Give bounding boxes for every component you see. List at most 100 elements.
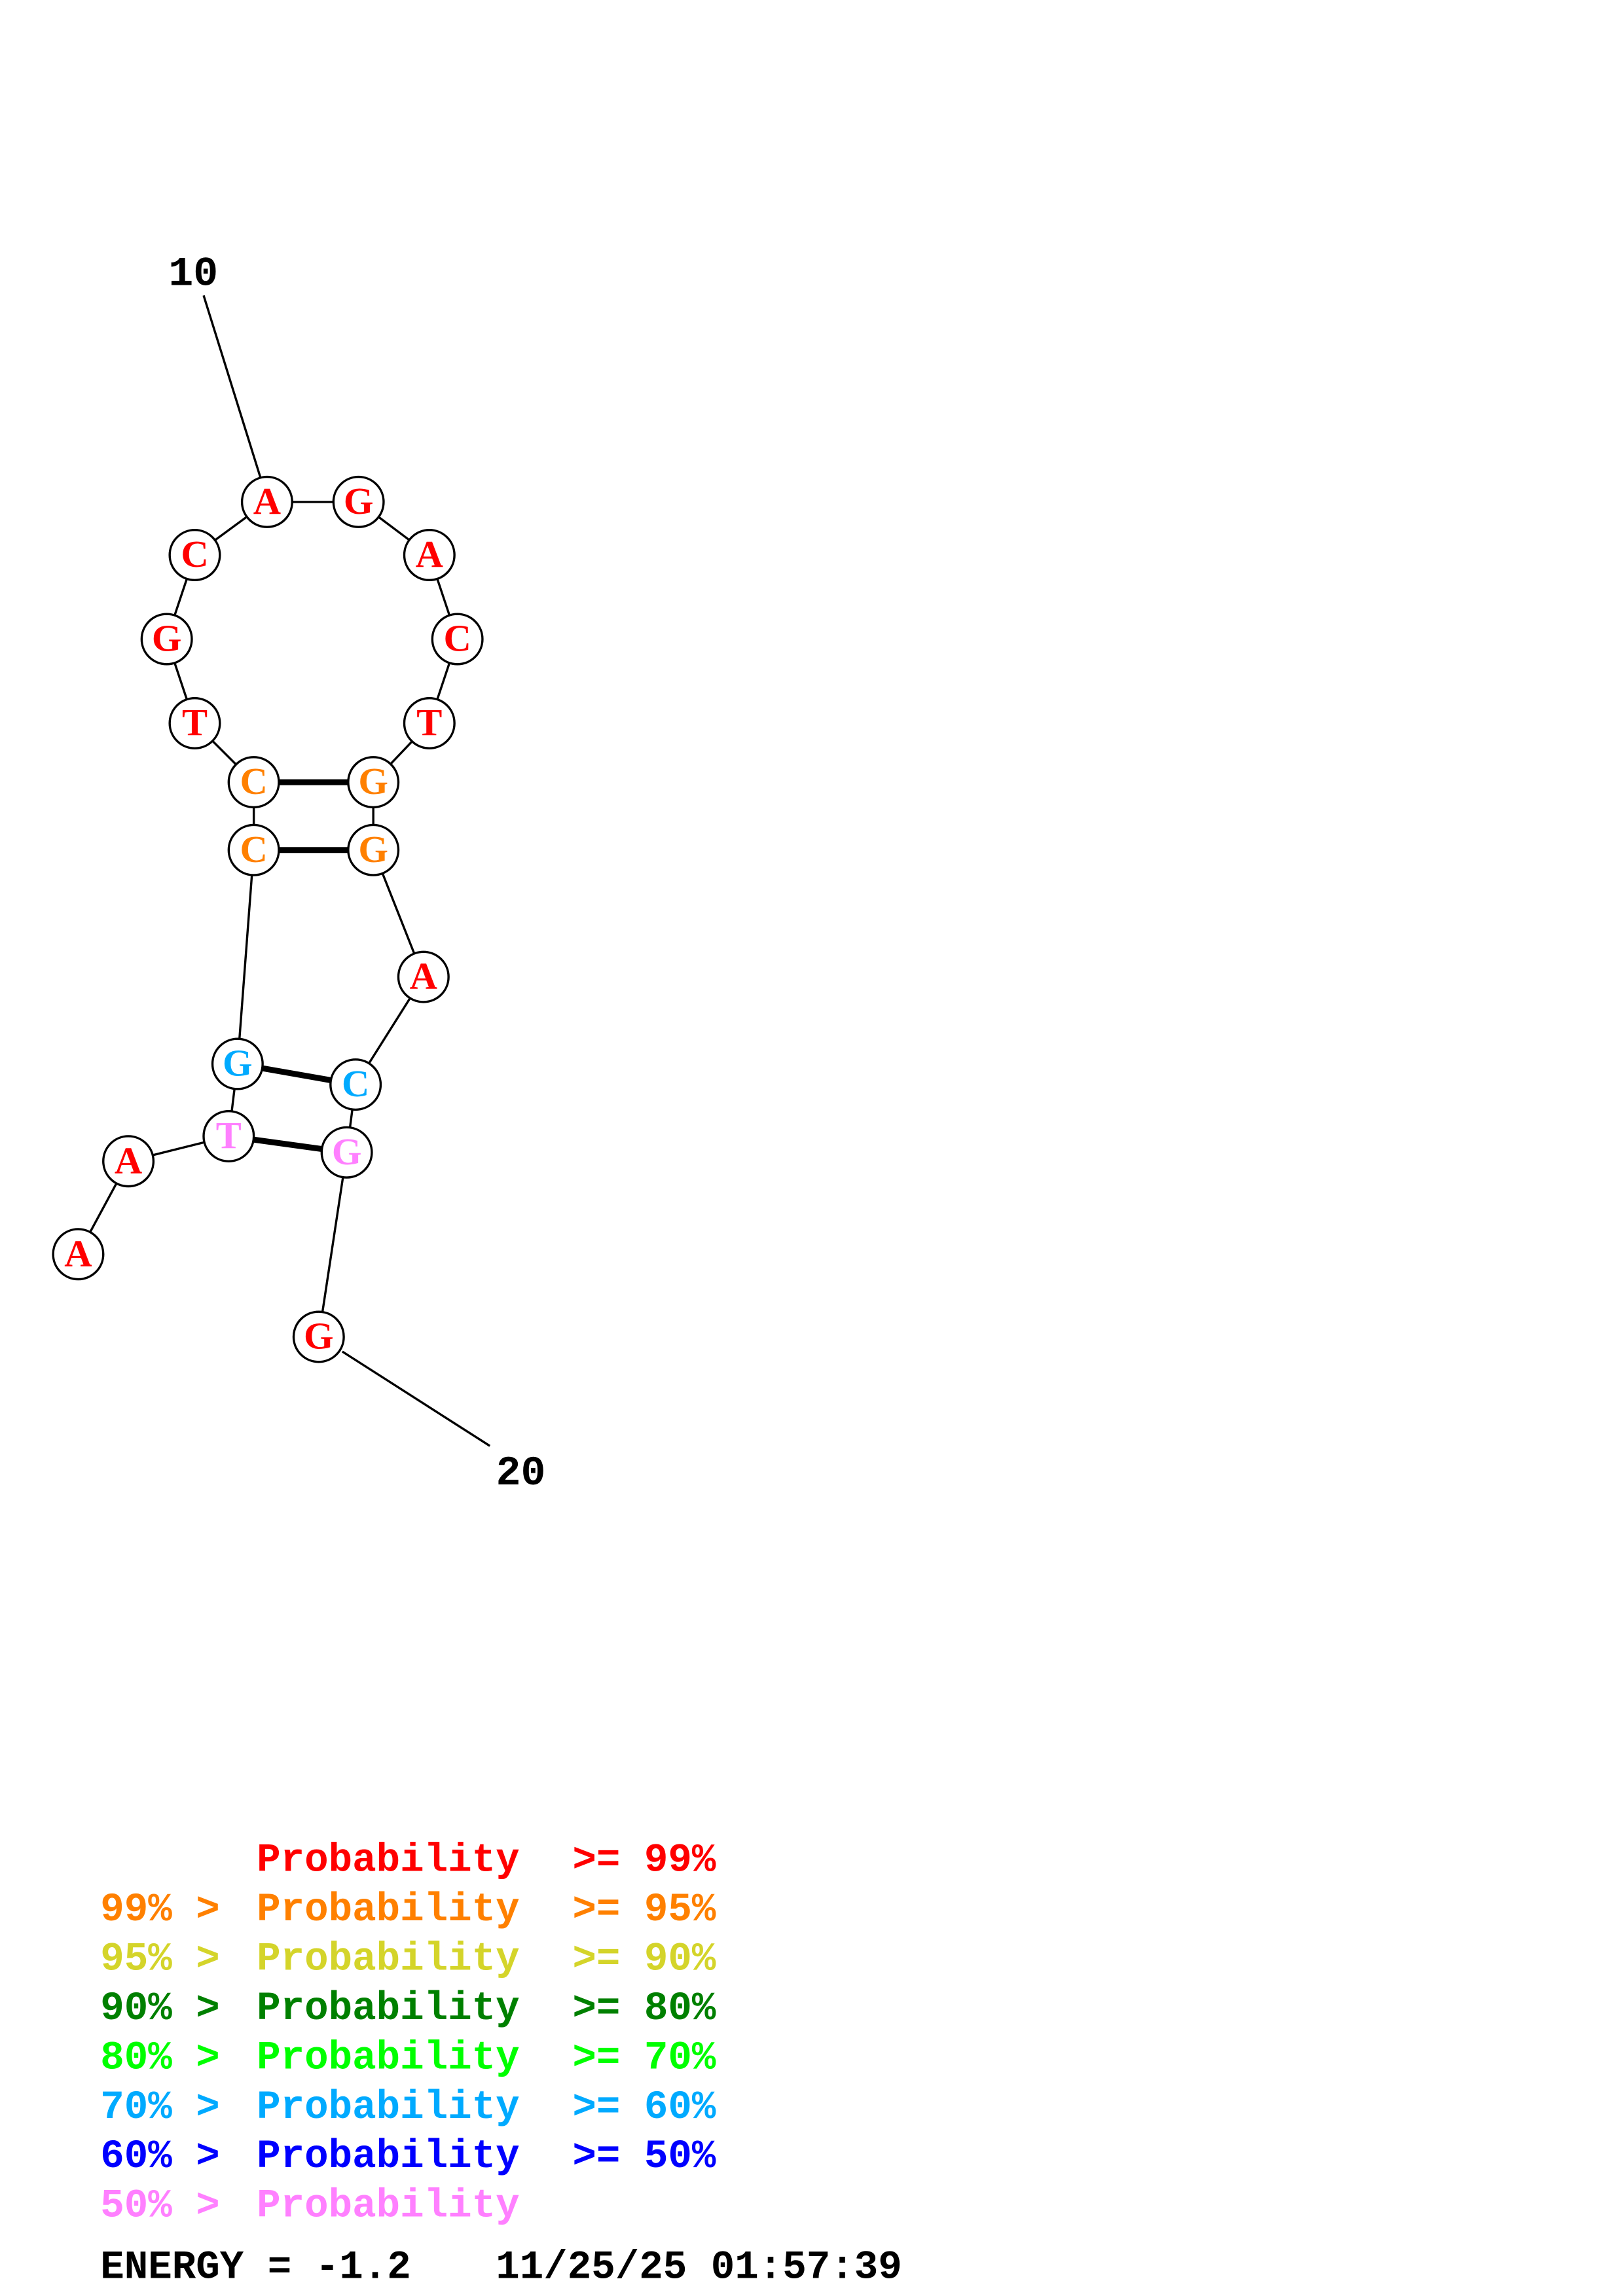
nucleotide-letter: C [181, 533, 208, 575]
legend-suffix: >= 80% [572, 1986, 716, 2032]
nucleotide: G [140, 613, 193, 666]
backbone-segment [236, 850, 255, 1064]
nucleotide-letter: A [416, 533, 443, 575]
nucleotide: A [52, 1228, 105, 1281]
nucleotide-circle [168, 696, 221, 749]
index-tick-line [202, 295, 263, 480]
nucleotide-letter: C [342, 1062, 369, 1105]
nucleotide-circle [320, 1126, 373, 1179]
legend-suffix: >= 70% [572, 2036, 716, 2081]
legend-suffix: >= 95% [572, 1888, 716, 1933]
probability-legend: Probability>= 99%99% >Probability>= 95%9… [100, 1838, 716, 2229]
nucleotide-letter: C [240, 760, 267, 802]
nucleotide-letter: G [358, 828, 388, 870]
legend-middle: Probability [257, 1888, 520, 1933]
nucleotide: A [397, 950, 450, 1003]
nucleotide-circle [140, 613, 193, 666]
nucleotide-circle [240, 475, 293, 528]
nucleotide-letter: A [64, 1232, 92, 1274]
nucleotide-letter: C [443, 617, 471, 660]
legend-prefix: 99% > [100, 1888, 220, 1933]
nucleotide-letter: G [344, 480, 374, 522]
nucleotide: A [102, 1135, 155, 1188]
index-label: 20 [496, 1450, 546, 1497]
nucleotide: G [292, 1310, 345, 1363]
nucleotide: G [320, 1126, 373, 1179]
nucleotide-circle [52, 1228, 105, 1281]
nucleotide-circle [403, 696, 456, 749]
nucleotide: G [347, 756, 400, 809]
legend-suffix: >= 60% [572, 2085, 716, 2130]
legend-row: 99% > Probability >= 95% [100, 1888, 716, 1933]
legend-row: 70% > Probability >= 60% [100, 2085, 716, 2130]
legend-prefix: 95% > [100, 1937, 220, 1982]
backbone-segment [318, 1152, 348, 1337]
legend-row: 60% >Probability>= 50% [100, 2134, 716, 2179]
energy-label: ENERGY = -1.2 [100, 2245, 411, 2290]
nucleotide-circle [227, 756, 280, 809]
legend-row: 50% > Probability [100, 2184, 519, 2229]
nucleotide: T [168, 696, 221, 749]
nucleotide: G [332, 475, 385, 528]
nucleotide-letter: A [115, 1139, 142, 1181]
nucleotide-letter: T [416, 701, 442, 744]
nucleotide-circle [227, 823, 280, 876]
nucleotide-letter: G [223, 1042, 253, 1085]
nucleotide-letter: T [182, 701, 208, 744]
legend-middle: Probability [257, 2036, 520, 2081]
legend-middle: Probability [257, 2134, 520, 2179]
index-tick-line [341, 1350, 491, 1447]
legend-suffix: >= 99% [572, 1838, 716, 1883]
legend-middle: Probability [257, 1838, 520, 1883]
nucleotide-letter: G [358, 760, 388, 802]
legend-middle: Probability [257, 1986, 520, 2032]
legend-row: 80% > Probability >= 70% [100, 2036, 716, 2081]
nucleotide: C [227, 756, 280, 809]
nucleotide-circle [431, 613, 484, 666]
nucleotide-letter: A [410, 955, 437, 997]
nucleotide-letter: G [152, 617, 182, 660]
index-label: 10 [168, 251, 218, 298]
nucleotide-letter: G [332, 1130, 362, 1173]
nucleotide-circle [211, 1037, 264, 1090]
nucleotide-letter: A [253, 480, 281, 522]
nucleotide-circle [102, 1135, 155, 1188]
timestamp-label: 11/25/25 01:57:39 [496, 2245, 902, 2290]
legend-prefix: 50% > [100, 2184, 220, 2229]
legend-prefix: 60% > [100, 2134, 220, 2179]
nucleotide-circle [202, 1109, 255, 1162]
legend-row: 90% > Probability >= 80% [100, 1986, 716, 2032]
legend-suffix: >= 90% [572, 1937, 716, 1982]
nucleotide-letter: C [240, 828, 267, 870]
nucleotide-letter: G [304, 1314, 334, 1357]
nucleotide: G [211, 1037, 264, 1090]
nucleotide: C [431, 613, 484, 666]
legend-middle: Probability [257, 2085, 520, 2130]
nucleotide: C [227, 823, 280, 876]
nucleotide-circle [292, 1310, 345, 1363]
legend-prefix: 80% > [100, 2036, 220, 2081]
legend-middle: Probability [257, 2184, 520, 2229]
nucleotide: C [168, 529, 221, 582]
nucleotide: A [240, 475, 293, 528]
nucleotide-circle [347, 823, 400, 876]
legend-prefix: 90% > [100, 1986, 220, 2032]
nucleotide-letter: T [216, 1114, 242, 1157]
nucleotide-circle [347, 756, 400, 809]
nucleotide: T [202, 1109, 255, 1162]
index-ticks: 10 20 [168, 251, 545, 1497]
nucleotide-circle [329, 1058, 382, 1111]
nucleotide: C [329, 1058, 382, 1111]
backbone [77, 501, 459, 1337]
nucleotide-circle [403, 529, 456, 582]
nucleotide-circle [168, 529, 221, 582]
footer: ENERGY = -1.2 11/25/25 01:57:39 [100, 2245, 902, 2290]
legend-row: 95% >Probability>= 90% [100, 1937, 716, 1982]
legend-prefix: 70% > [100, 2085, 220, 2130]
legend-row: Probability >= 99% [257, 1838, 716, 1883]
nucleotide: T [403, 696, 456, 749]
nucleotide-circle [397, 950, 450, 1003]
nucleotide: A [403, 529, 456, 582]
